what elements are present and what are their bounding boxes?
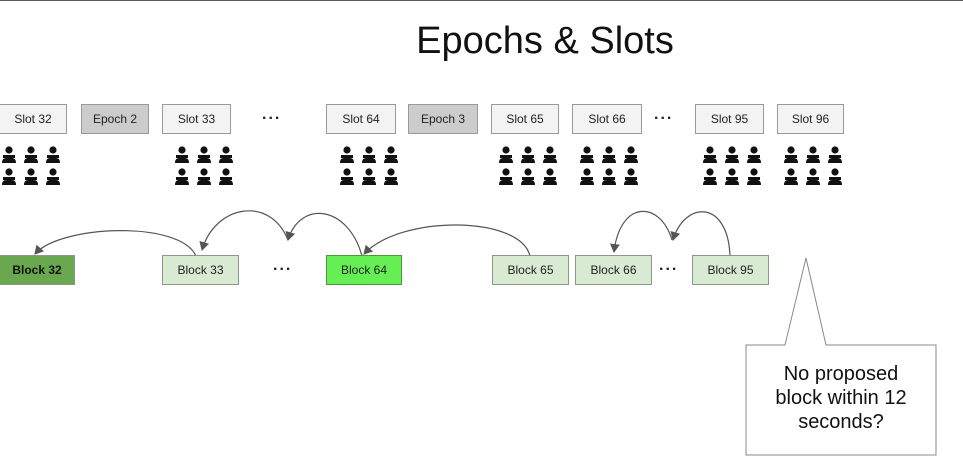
- arrow-95-to-gap: [670, 211, 731, 257]
- block-65: Block 65: [492, 255, 569, 285]
- callout-shape: [745, 257, 937, 456]
- ellipsis-blocks-b: ...: [659, 257, 679, 274]
- top-border-line: [0, 0, 963, 1]
- page-title: Epochs & Slots: [416, 20, 674, 62]
- epoch-2: Epoch 2: [81, 104, 149, 134]
- arrow-64-to-gap: [285, 212, 363, 257]
- arrow-33-to-32: [34, 230, 197, 257]
- arrow-gap-to-33: [199, 210, 289, 251]
- callout-text: No proposed block within 12 seconds?: [746, 362, 936, 434]
- slot-66: Slot 66: [572, 104, 642, 134]
- arrow-gap-to-66: [609, 210, 673, 253]
- slot-65: Slot 65: [491, 104, 559, 134]
- callout-line-2: block within 12: [775, 387, 907, 409]
- callout-line-1: No proposed: [783, 363, 899, 385]
- ellipsis-slots-b: ...: [654, 106, 674, 123]
- ellipsis-slots-a: ...: [262, 106, 282, 123]
- block-95: Block 95: [692, 255, 769, 285]
- block-32: Block 32: [0, 255, 75, 285]
- slot-96: Slot 96: [777, 104, 844, 134]
- epoch-3: Epoch 3: [408, 104, 478, 134]
- slot-64: Slot 64: [326, 104, 396, 134]
- slot-32: Slot 32: [0, 104, 67, 134]
- callout-line-3: seconds?: [798, 411, 884, 433]
- ellipsis-blocks-a: ...: [273, 257, 293, 274]
- arrow-65-to-64: [363, 224, 531, 257]
- slot-95: Slot 95: [695, 104, 764, 134]
- block-66: Block 66: [575, 255, 652, 285]
- slot-33: Slot 33: [162, 104, 231, 134]
- block-64: Block 64: [326, 255, 402, 285]
- block-33: Block 33: [162, 255, 239, 285]
